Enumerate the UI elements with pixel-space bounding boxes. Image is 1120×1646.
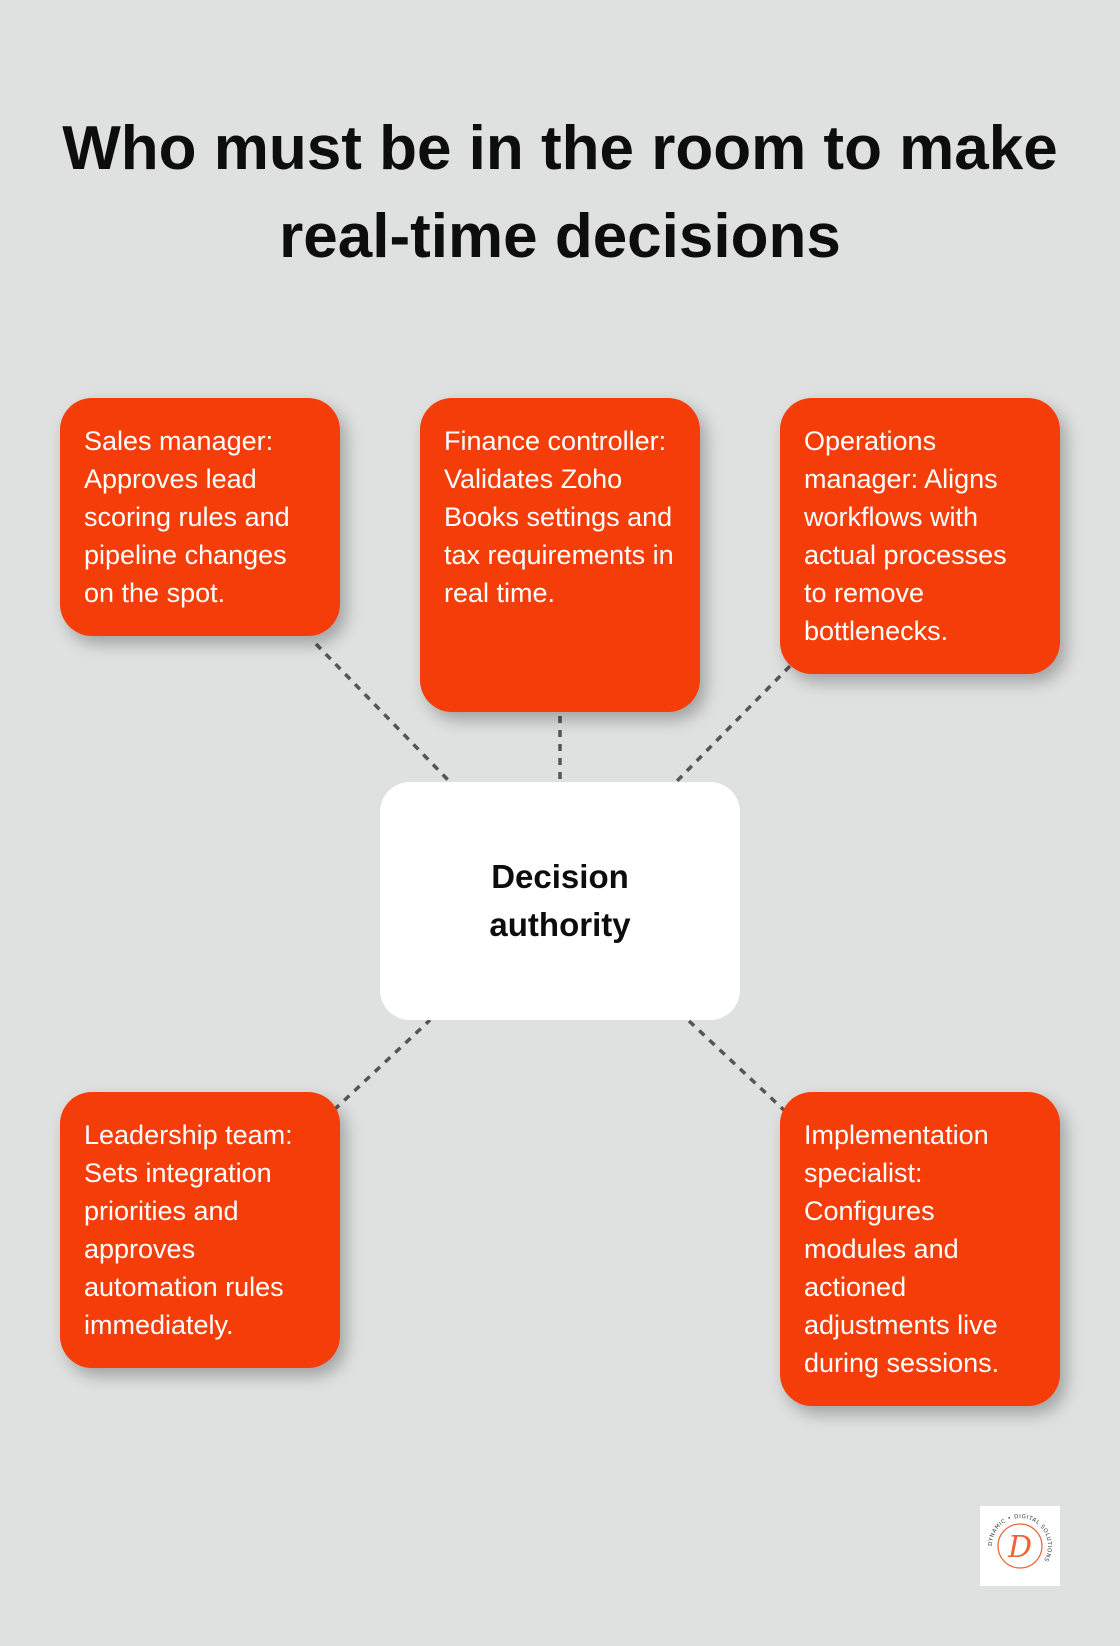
connector-sales — [314, 642, 452, 784]
node-operations-manager: Operations manager: Aligns workflows wit… — [780, 398, 1060, 674]
connector-implementation — [686, 1018, 788, 1114]
logo-initial: D — [1007, 1530, 1032, 1565]
connector-leadership — [332, 1018, 432, 1112]
logo-icon: DYNAMIC • DIGITAL SOLUTIONS D — [988, 1514, 1051, 1569]
node-text: Leadership team: Sets integration priori… — [84, 1120, 293, 1340]
brand-logo: DYNAMIC • DIGITAL SOLUTIONS D — [980, 1506, 1060, 1586]
node-text: Implementation specialist: Configures mo… — [804, 1120, 1000, 1378]
node-implementation-specialist: Implementation specialist: Configures mo… — [780, 1092, 1060, 1406]
node-sales-manager: Sales manager: Approves lead scoring rul… — [60, 398, 340, 636]
node-text: Operations manager: Aligns workflows wit… — [804, 426, 1007, 646]
page-title: Who must be in the room to make real-tim… — [62, 114, 1058, 271]
center-node: Decision authority — [380, 782, 740, 1020]
center-label: Decision authority — [489, 858, 631, 943]
node-finance-controller: Finance controller: Validates Zoho Books… — [420, 398, 700, 712]
node-text: Finance controller: Validates Zoho Books… — [444, 426, 674, 608]
node-leadership-team: Leadership team: Sets integration priori… — [60, 1092, 340, 1368]
node-text: Sales manager: Approves lead scoring rul… — [84, 426, 290, 608]
